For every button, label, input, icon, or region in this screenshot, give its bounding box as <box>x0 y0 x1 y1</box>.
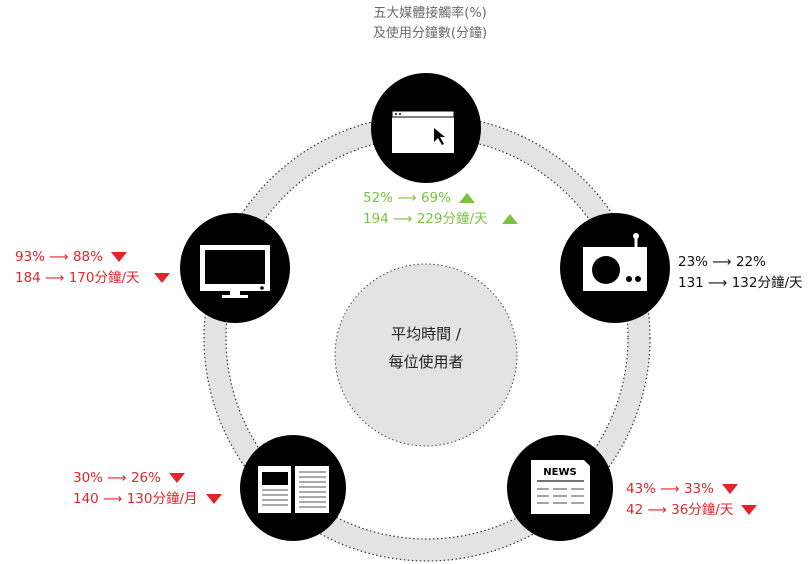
down-triangle-icon <box>153 273 170 283</box>
down-triangle-icon <box>721 484 738 494</box>
title-line-1: 五大媒體接觸率(%) <box>373 6 487 21</box>
center-circle <box>334 263 518 447</box>
magazine-reach: 30% ⟶ 26% <box>73 470 161 486</box>
newspaper-reach: 43% ⟶ 33% <box>626 481 714 497</box>
down-triangle-icon <box>168 473 185 483</box>
title-line-2: 及使用分鐘數(分鐘) <box>372 26 488 41</box>
internet-minutes: 194 ⟶ 229分鐘/天 <box>363 211 488 227</box>
browser-window-icon <box>371 73 481 183</box>
down-triangle-icon <box>741 505 758 515</box>
magazine-stats: 30% ⟶ 26% 140 ⟶ 130分鐘/月 <box>73 468 222 510</box>
radio-icon <box>560 213 670 323</box>
magazine-minutes: 140 ⟶ 130分鐘/月 <box>73 491 198 507</box>
newspaper-minutes: 42 ⟶ 36分鐘/天 <box>626 502 734 518</box>
down-triangle-icon <box>205 494 222 504</box>
center-line-2: 每位使用者 <box>388 353 464 371</box>
tv-icon <box>180 213 290 323</box>
svg-text:NEWS: NEWS <box>543 467 576 478</box>
diagram-title: 五大媒體接觸率(%) 及使用分鐘數(分鐘) <box>330 4 530 44</box>
newspaper-stats: 43% ⟶ 33% 42 ⟶ 36分鐘/天 <box>626 479 758 521</box>
center-label: 平均時間 / 每位使用者 <box>336 320 516 376</box>
internet-reach: 52% ⟶ 69% <box>363 190 451 206</box>
radio-reach: 23% ⟶ 22% <box>678 254 766 270</box>
radio-stats: 23% ⟶ 22% 131 ⟶ 132分鐘/天 <box>678 252 803 294</box>
tv-stats: 93% ⟶ 88% 184 ⟶ 170分鐘/天 <box>15 247 170 289</box>
down-triangle-icon <box>110 252 127 262</box>
up-triangle-icon <box>458 193 475 203</box>
book-icon <box>240 435 346 541</box>
internet-stats: 52% ⟶ 69% 194 ⟶ 229分鐘/天 <box>363 188 518 230</box>
center-line-1: 平均時間 / <box>391 325 461 343</box>
up-triangle-icon <box>501 214 518 224</box>
radio-minutes: 131 ⟶ 132分鐘/天 <box>678 275 803 291</box>
tv-reach: 93% ⟶ 88% <box>15 249 103 265</box>
tv-minutes: 184 ⟶ 170分鐘/天 <box>15 270 140 286</box>
newspaper-icon: NEWS <box>507 435 613 541</box>
